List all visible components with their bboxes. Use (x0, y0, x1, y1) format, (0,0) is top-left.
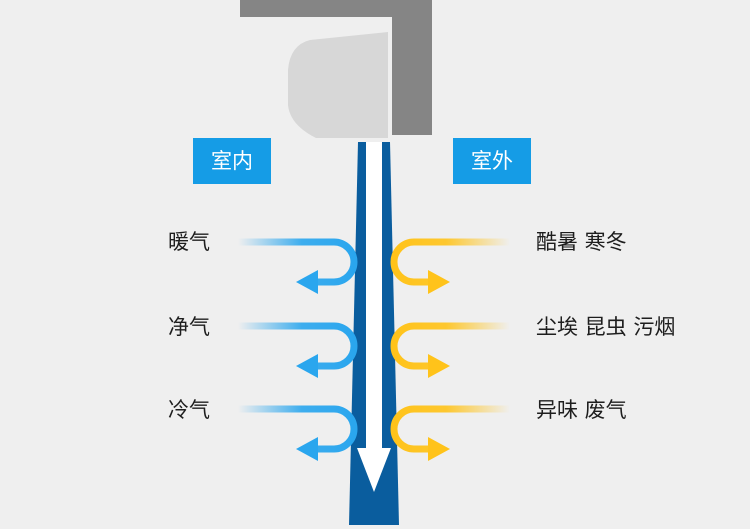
outdoor-arrows (390, 238, 514, 461)
outdoor-tag: 室外 (453, 138, 531, 184)
indoor-arrow-3 (234, 405, 358, 461)
indoor-arrow-2 (234, 322, 358, 378)
pipe-flow-arrow (357, 142, 391, 492)
indoor-tag: 室内 (193, 138, 271, 184)
wall (240, 0, 432, 135)
outdoor-label-weather: 酷暑 寒冬 (536, 230, 627, 254)
indoor-unit (288, 32, 388, 138)
indoor-arrow-1 (234, 238, 358, 294)
indoor-label-clean-air: 净气 (168, 315, 210, 339)
indoor-arrows (234, 238, 358, 461)
indoor-label-heating: 暖气 (168, 230, 210, 254)
indoor-label-cooling: 冷气 (168, 398, 210, 422)
outdoor-arrow-3 (390, 405, 514, 461)
outdoor-arrow-1 (390, 238, 514, 294)
outdoor-label-pollutants: 尘埃 昆虫 污烟 (536, 315, 676, 339)
outdoor-arrow-2 (390, 322, 514, 378)
outdoor-label-odors: 异味 废气 (536, 398, 627, 422)
